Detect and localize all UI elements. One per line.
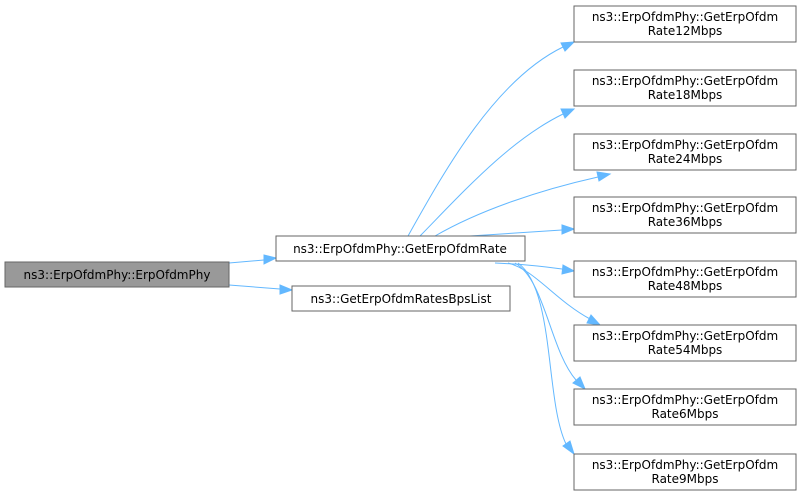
node-root[interactable]: ns3::ErpOfdmPhy::ErpOfdmPhy	[4, 261, 230, 288]
node-box	[573, 324, 797, 362]
edge-rate-to-48mbps	[494, 262, 563, 270]
node-rate54mbps[interactable]: ns3::ErpOfdmPhy::GetErpOfdm Rate54Mbps	[573, 324, 797, 362]
node-box	[573, 388, 797, 426]
node-box	[573, 453, 797, 491]
node-box	[573, 260, 797, 298]
node-rate12mbps[interactable]: ns3::ErpOfdmPhy::GetErpOfdm Rate12Mbps	[573, 5, 797, 43]
node-rate36mbps[interactable]: ns3::ErpOfdmPhy::GetErpOfdm Rate36Mbps	[573, 196, 797, 234]
node-box	[275, 235, 526, 262]
edge-rate-to-54mbps	[507, 262, 591, 320]
node-rate18mbps[interactable]: ns3::ErpOfdmPhy::GetErpOfdm Rate18Mbps	[573, 69, 797, 107]
node-label-line1: ns3::ErpOfdmPhy::GetErpOfdm	[592, 329, 778, 343]
node-label-line1: ns3::ErpOfdmPhy::GetErpOfdm	[592, 201, 778, 215]
node-label-line2: Rate48Mbps	[648, 279, 723, 293]
node-box	[573, 133, 797, 171]
edge-rate-to-24mbps	[434, 176, 599, 237]
node-label-line1: ns3::ErpOfdmPhy::GetErpOfdm	[592, 458, 778, 472]
node-label: ns3::ErpOfdmPhy::GetErpOfdmRate	[293, 242, 507, 256]
node-label-line1: ns3::ErpOfdmPhy::GetErpOfdm	[592, 10, 778, 24]
node-geterpofdmrate[interactable]: ns3::ErpOfdmPhy::GetErpOfdmRate	[275, 235, 526, 262]
node-label-line1: ns3::ErpOfdmPhy::GetErpOfdm	[592, 74, 778, 88]
node-label: ns3::GetErpOfdmRatesBpsList	[311, 292, 492, 306]
edge-arrowhead	[263, 254, 278, 265]
node-box	[4, 261, 230, 288]
edge-arrowhead	[560, 108, 576, 119]
edge-arrowhead	[562, 440, 575, 456]
node-label-line2: Rate18Mbps	[648, 88, 723, 102]
edge-arrowhead	[560, 41, 576, 52]
node-rate24mbps[interactable]: ns3::ErpOfdmPhy::GetErpOfdm Rate24Mbps	[573, 133, 797, 171]
node-label-line2: Rate12Mbps	[648, 24, 723, 38]
node-rate9mbps[interactable]: ns3::ErpOfdmPhy::GetErpOfdm Rate9Mbps	[573, 453, 797, 491]
edge-arrowhead	[586, 314, 602, 326]
edge-rate-to-36mbps	[469, 229, 563, 237]
node-rate6mbps[interactable]: ns3::ErpOfdmPhy::GetErpOfdm Rate6Mbps	[573, 388, 797, 426]
node-geterpofdmratesbpslist[interactable]: ns3::GetErpOfdmRatesBpsList	[291, 285, 511, 312]
node-box	[573, 69, 797, 107]
node-label-line1: ns3::ErpOfdmPhy::GetErpOfdm	[592, 138, 778, 152]
edge-root-to-geterpofdmrate	[228, 259, 265, 264]
node-label-line2: Rate54Mbps	[648, 343, 723, 357]
edge-arrowhead	[596, 171, 612, 182]
edge-root-to-ratesbpslist	[228, 284, 281, 290]
edge-arrowhead	[572, 376, 586, 391]
node-label-line1: ns3::ErpOfdmPhy::GetErpOfdm	[592, 265, 778, 279]
edge-arrowhead	[561, 264, 576, 275]
node-rate48mbps[interactable]: ns3::ErpOfdmPhy::GetErpOfdm Rate48Mbps	[573, 260, 797, 298]
edges	[228, 41, 612, 456]
edge-rate-to-9mbps	[517, 262, 567, 445]
node-label-line2: Rate24Mbps	[648, 152, 723, 166]
node-label: ns3::ErpOfdmPhy::ErpOfdmPhy	[24, 268, 211, 282]
node-box	[291, 285, 511, 312]
edge-arrowhead	[279, 284, 294, 295]
node-label-line2: Rate36Mbps	[648, 215, 723, 229]
node-box	[573, 196, 797, 234]
node-label-line2: Rate6Mbps	[652, 407, 719, 421]
node-label-line2: Rate9Mbps	[652, 472, 719, 486]
edge-rate-to-6mbps	[514, 262, 577, 381]
node-box	[573, 5, 797, 43]
edge-arrowhead	[561, 224, 576, 235]
node-label-line1: ns3::ErpOfdmPhy::GetErpOfdm	[592, 393, 778, 407]
edge-rate-to-12mbps	[407, 46, 564, 237]
edge-rate-to-18mbps	[419, 113, 564, 237]
